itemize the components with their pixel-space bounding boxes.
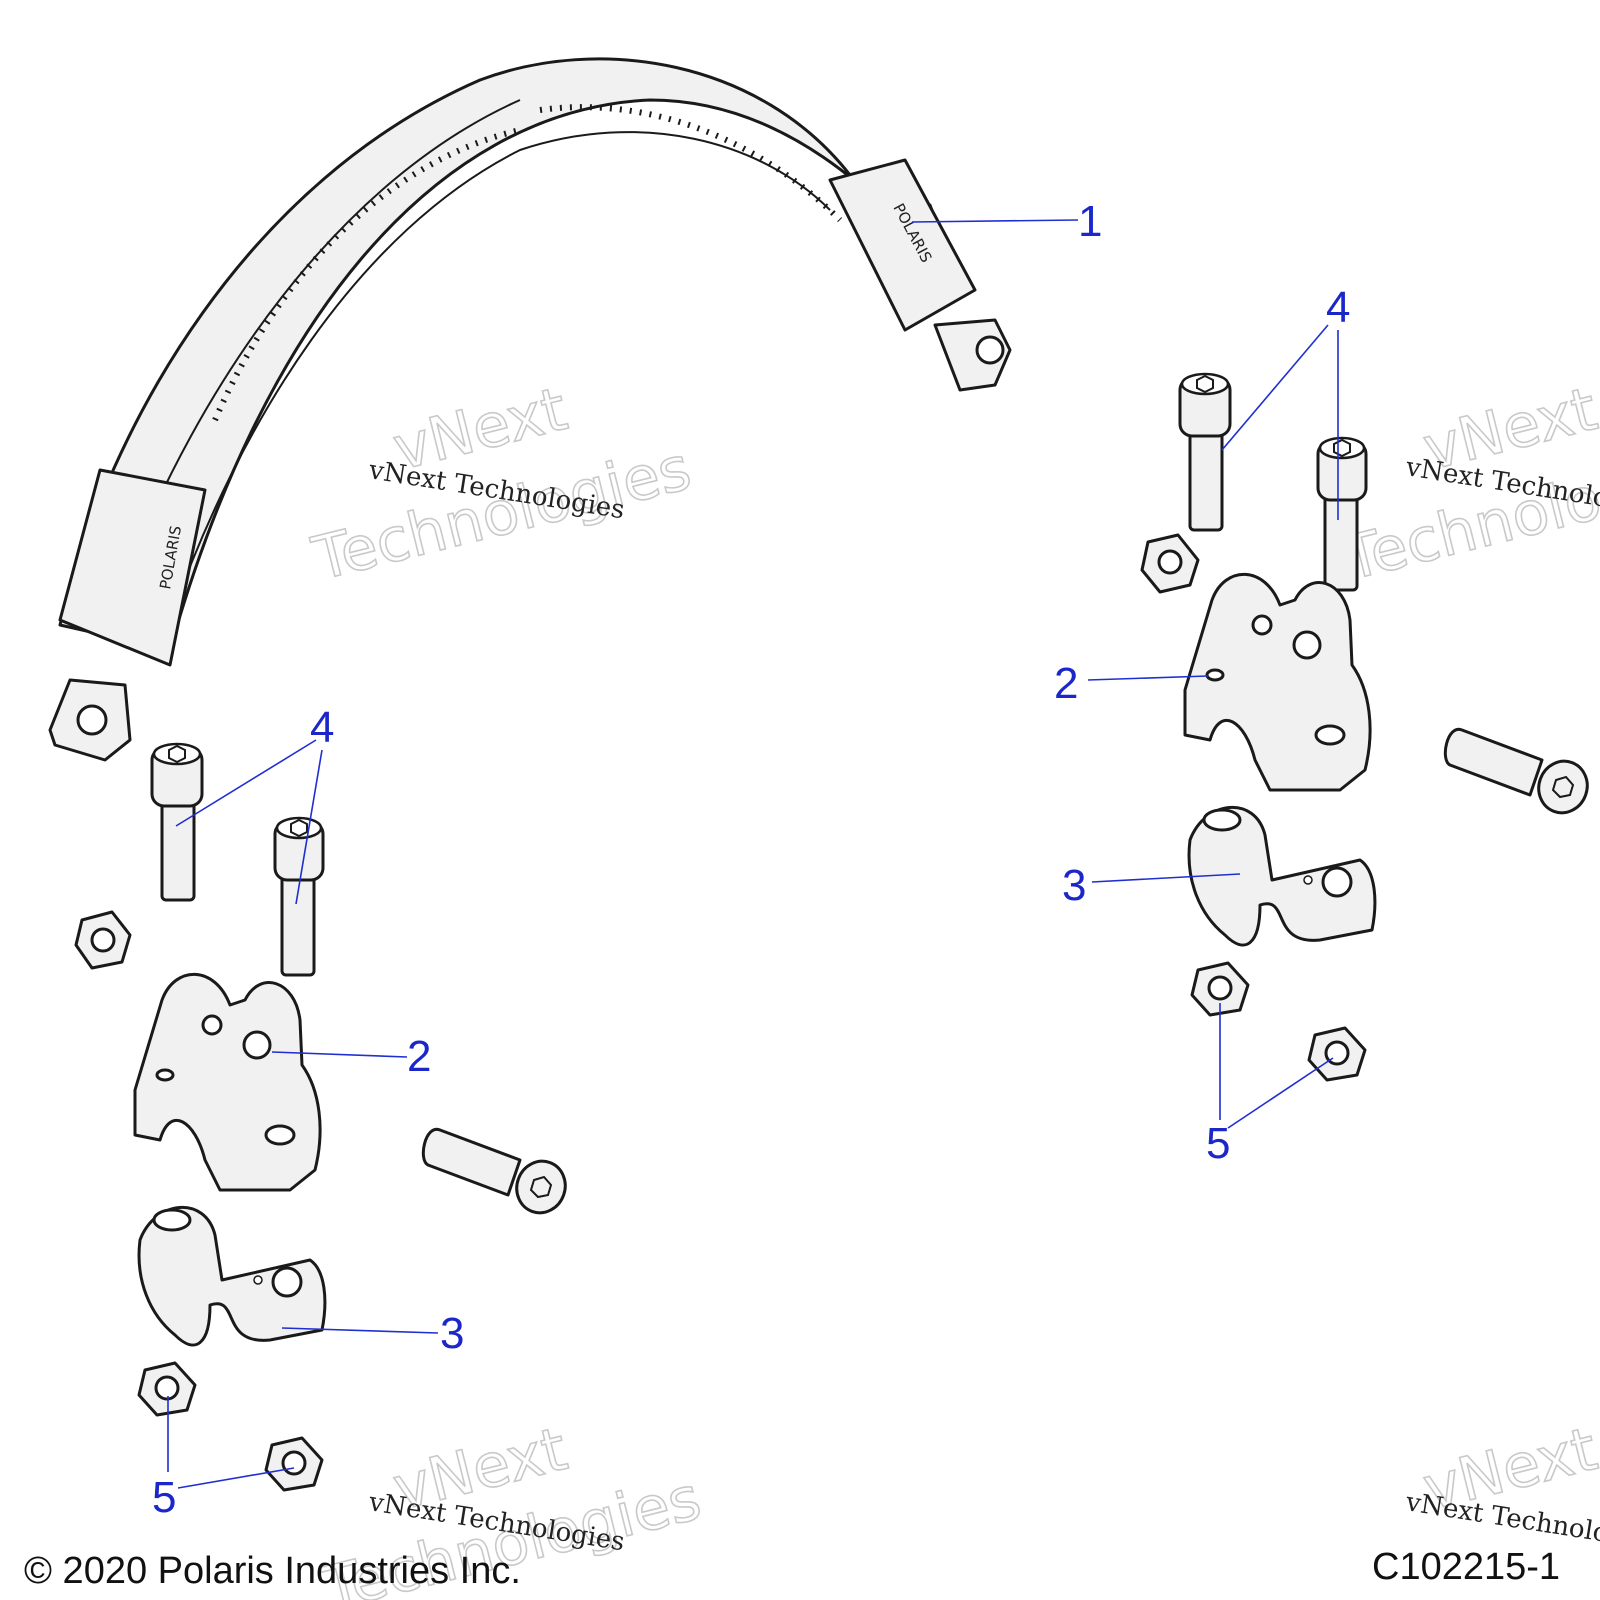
nut-left-lower-2: [264, 1436, 324, 1492]
leader-lines: [167, 219, 1339, 1489]
handle-left-mount-hole: [76, 704, 108, 736]
callout-3-left: 3: [440, 1309, 464, 1358]
bolt-right-1: [1178, 372, 1232, 532]
nut-left-upper: [74, 910, 132, 970]
bolt-left-horizontal: [421, 1127, 567, 1215]
bolt-left-2: [273, 816, 325, 977]
watermark-top-center: vNext Technologies vNext Technologies: [305, 373, 698, 595]
figure-id: C102215-1: [1372, 1546, 1561, 1588]
bolt-right-horizontal: [1443, 727, 1589, 815]
callout-3-right: 3: [1062, 861, 1086, 910]
callout-2-right: 2: [1054, 659, 1078, 708]
callout-5-left: 5: [152, 1473, 176, 1522]
nut-right-lower-1: [1190, 961, 1250, 1017]
nut-right-lower-2: [1307, 1026, 1367, 1082]
watermark-top-right: vNext Technologies vNext Technologies: [1335, 373, 1600, 595]
callout-4-left: 4: [310, 703, 334, 752]
bolt-left-1: [150, 742, 204, 902]
clamp-upper-right: [1183, 572, 1372, 792]
clamp-upper-left: [133, 972, 322, 1192]
copyright-notice: © 2020 Polaris Industries Inc.: [24, 1550, 521, 1592]
callout-4-right: 4: [1326, 283, 1350, 332]
watermark-bottom-right: vNext vNext Technologies: [1403, 1413, 1600, 1557]
nut-right-upper: [1140, 533, 1200, 594]
callout-5-right: 5: [1206, 1119, 1230, 1168]
bolt-right-2: [1316, 436, 1368, 592]
callout-2-left: 2: [407, 1032, 431, 1081]
clamp-lower-left: [137, 1206, 327, 1347]
callout-1: 1: [1078, 197, 1102, 246]
grab-handle: POLARIS POLARIS: [48, 57, 1012, 762]
handle-right-mount-hole: [975, 335, 1005, 365]
clamp-lower-right: [1187, 806, 1377, 947]
callout-labels: 1 2 3 4 5 2 3 4 5: [152, 197, 1350, 1522]
nut-left-lower-1: [137, 1361, 197, 1417]
